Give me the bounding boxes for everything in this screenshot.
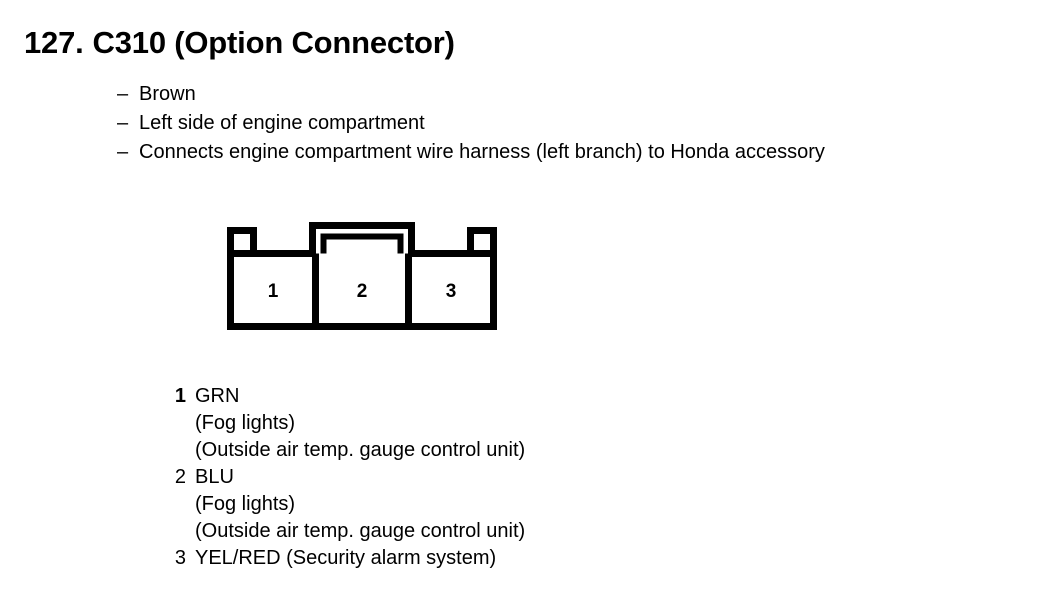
connector-body-outline: [227, 222, 497, 330]
page-title-number: 127.: [24, 25, 84, 60]
pin-2-circuit-2: (Outside air temp. gauge control unit): [195, 520, 526, 542]
pin-1-main: 1 GRN: [160, 383, 720, 410]
page-title-text: C310 (Option Connector): [92, 25, 455, 60]
pin-3-main: 3 YEL/RED (Security alarm system): [160, 545, 720, 572]
cavity-number-3: 3: [446, 281, 457, 302]
pin-2-main: 2 BLU: [160, 464, 720, 491]
pin-2-circuit-1: (Fog lights): [195, 493, 296, 515]
description-item-color: – Brown: [117, 80, 1037, 109]
pin-row-3: 3 YEL/RED (Security alarm system): [160, 545, 720, 572]
pin-1-circuit-1: (Fog lights): [195, 412, 296, 434]
pin-number-2: 2: [174, 466, 186, 488]
pin-1-circuit-2: (Outside air temp. gauge control unit): [195, 439, 526, 461]
cavity-number-2: 2: [357, 281, 368, 302]
pin-assignment-list: 1 GRN (Fog lights) (Outside air temp. ga…: [160, 383, 720, 572]
connector-description-list: – Brown – Left side of engine compartmen…: [117, 80, 1037, 167]
bullet-dash-icon: –: [117, 112, 129, 134]
pin-3-wire-color: YEL/RED (Security alarm system): [195, 547, 497, 569]
pin-row-2: 2 BLU (Fog lights) (Outside air temp. ga…: [160, 464, 720, 545]
connector-outline-svg: 1 2 3: [227, 222, 497, 330]
cavity-number-1: 1: [268, 281, 279, 302]
bullet-dash-icon: –: [117, 141, 129, 163]
pin-number-3: 3: [174, 547, 186, 569]
description-item-label: Left side of engine compartment: [139, 112, 425, 134]
connector-diagram: 1 2 3: [222, 212, 502, 338]
description-item-location: – Left side of engine compartment: [117, 109, 1037, 138]
pin-2-wire-color: BLU: [195, 466, 234, 488]
pin-row-1: 1 GRN (Fog lights) (Outside air temp. ga…: [160, 383, 720, 464]
bullet-dash-icon: –: [117, 83, 129, 105]
description-item-label: Connects engine compartment wire harness…: [139, 141, 825, 163]
page-title: 127.C310 (Option Connector): [24, 27, 455, 58]
description-item-connects: – Connects engine compartment wire harne…: [117, 138, 1037, 167]
pin-number-1: 1: [174, 385, 186, 407]
latch-inner-outline: [320, 233, 404, 254]
pin-1-wire-color: GRN: [195, 385, 240, 407]
description-item-label: Brown: [139, 83, 196, 105]
